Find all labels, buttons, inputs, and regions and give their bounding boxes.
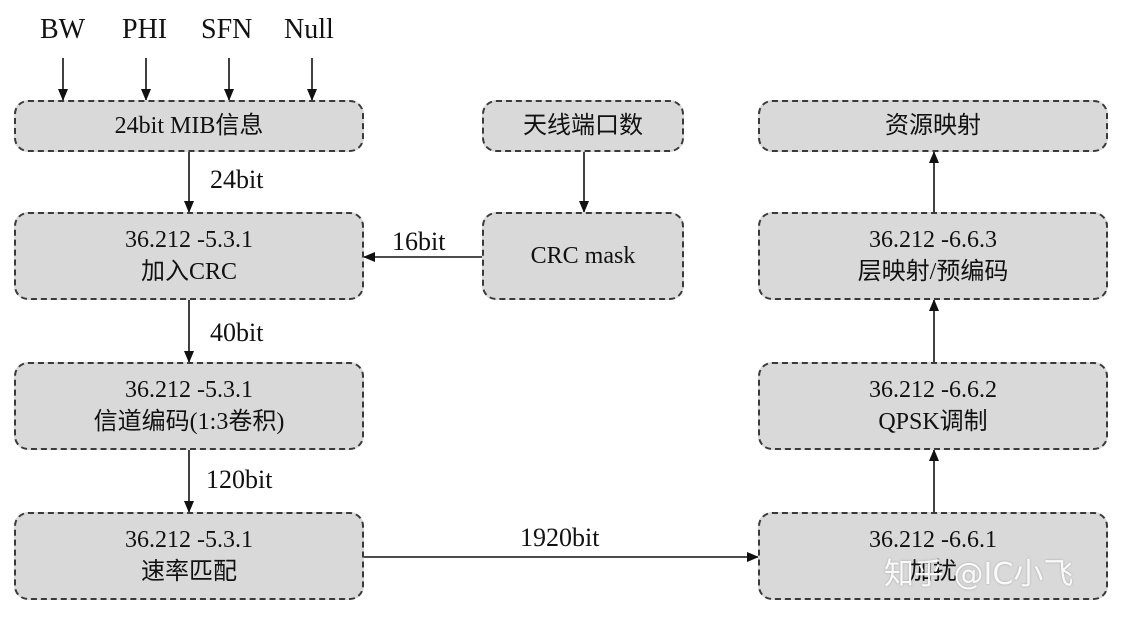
resource-mapping-label: 资源映射 — [885, 113, 981, 139]
scrambling-box: 36.212 -6.6.1 加扰 — [758, 512, 1108, 600]
antenna-ports-label: 天线端口数 — [523, 113, 643, 139]
input-label-phi: PHI — [122, 14, 168, 45]
crc-attach-spec: 36.212 -5.3.1 — [125, 227, 253, 253]
rate-matching-label: 速率匹配 — [141, 559, 237, 585]
crc-mask-box: CRC mask — [482, 212, 684, 300]
qpsk-modulation-spec: 36.212 -6.6.2 — [869, 377, 997, 403]
watermark-text: 知乎 @IC小飞 — [884, 557, 1074, 592]
layer-mapping-box: 36.212 -6.6.3 层映射/预编码 — [758, 212, 1108, 300]
layer-mapping-label: 层映射/预编码 — [857, 259, 1009, 285]
input-label-sfn: SFN — [201, 14, 253, 45]
mib-info-label: 24bit MIB信息 — [114, 113, 264, 139]
scrambling-spec: 36.212 -6.6.1 — [869, 527, 997, 553]
edge-label-16bit: 16bit — [392, 227, 446, 256]
edge-label-1920bit: 1920bit — [520, 523, 600, 552]
channel-coding-box: 36.212 -5.3.1 信道编码(1:3卷积) — [14, 362, 364, 450]
scrambling-label: 加扰 — [909, 559, 957, 585]
channel-coding-label: 信道编码(1:3卷积) — [93, 409, 285, 435]
antenna-ports-box: 天线端口数 — [482, 100, 684, 152]
rate-matching-box: 36.212 -5.3.1 速率匹配 — [14, 512, 364, 600]
input-label-bw: BW — [40, 14, 86, 45]
edge-label-40bit: 40bit — [210, 318, 264, 347]
channel-coding-spec: 36.212 -5.3.1 — [125, 377, 253, 403]
crc-attach-box: 36.212 -5.3.1 加入CRC — [14, 212, 364, 300]
crc-attach-label: 加入CRC — [140, 259, 238, 285]
edge-label-24bit: 24bit — [210, 165, 264, 194]
qpsk-modulation-box: 36.212 -6.6.2 QPSK调制 — [758, 362, 1108, 450]
layer-mapping-spec: 36.212 -6.6.3 — [869, 227, 997, 253]
resource-mapping-box: 资源映射 — [758, 100, 1108, 152]
edge-label-120bit: 120bit — [206, 465, 273, 494]
rate-matching-spec: 36.212 -5.3.1 — [125, 527, 253, 553]
crc-mask-label: CRC mask — [530, 243, 636, 269]
input-label-null: Null — [284, 14, 334, 45]
qpsk-modulation-label: QPSK调制 — [878, 409, 988, 435]
mib-info-box: 24bit MIB信息 — [14, 100, 364, 152]
